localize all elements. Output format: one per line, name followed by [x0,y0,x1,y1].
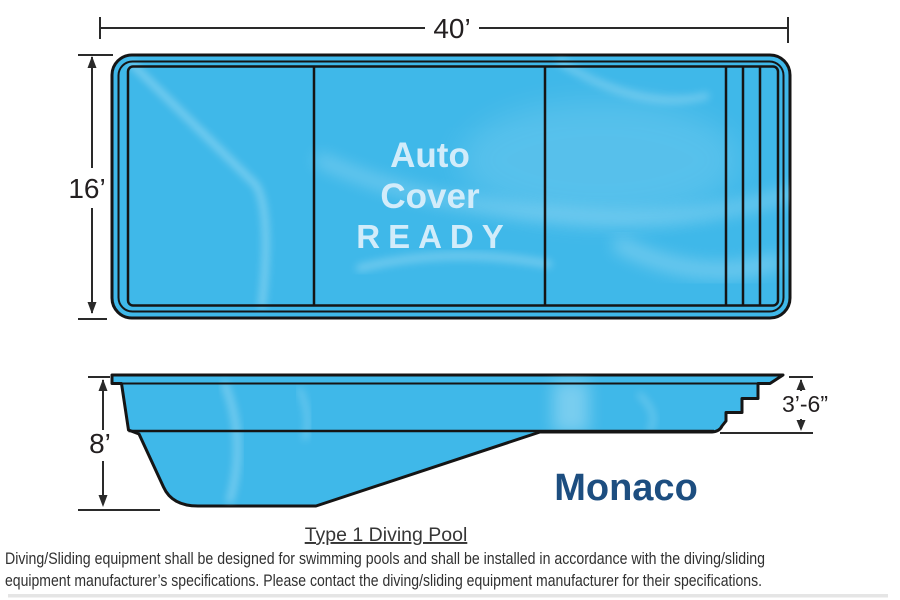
caption: Type 1 Diving Pool Diving/Sliding equipm… [5,524,888,598]
auto-cover-line2: Cover [380,177,480,216]
auto-cover-label: Auto Cover READY [356,136,512,255]
water-highlight [613,238,782,278]
pool-type-title: Type 1 Diving Pool [305,524,468,546]
water-highlights [129,58,790,308]
auto-cover-line1: Auto [390,136,470,175]
width-dimension-lines [78,54,113,320]
shallow-depth-label: 3’-6” [782,391,828,417]
profile-view: 8’ 3’-6” Monaco [78,373,828,511]
arrow-down-icon [98,495,108,507]
water-highlight [553,381,589,433]
water-highlight [637,392,657,433]
plan-view: 40’ 16’ Auto Cover REA [68,13,792,320]
model-name: Monaco [554,467,698,509]
shallow-depth-dimension: 3’-6” [720,376,828,434]
arrow-up-icon [87,56,97,68]
arrow-up-icon [98,379,108,391]
length-dimension: 40’ [99,13,789,44]
width-dimension: 16’ [68,54,113,320]
arrow-up-icon [796,379,806,390]
auto-cover-line3: READY [356,218,512,255]
pool-top-coping-line [117,60,785,313]
profile-water-highlights [221,381,657,504]
deep-depth-dimension-lines [78,376,160,511]
disclaimer-line-1: Diving/Sliding equipment shall be design… [5,549,765,568]
entry-step-lines [724,66,762,306]
water-highlight [129,61,269,308]
disclaimer-line-2: equipment manufacturer’s specifications.… [5,571,762,590]
pool-top-waterline [126,65,780,307]
arrow-down-icon [796,420,806,431]
water-highlight [356,251,552,272]
water-highlight [556,58,710,104]
length-dimension-lines [99,17,789,43]
scan-artifact-rule [8,594,888,598]
arrow-down-icon [87,302,97,314]
deep-depth-label: 8’ [89,428,111,459]
water-highlight [297,387,311,441]
deep-depth-dimension: 8’ [78,376,160,511]
auto-cover-panel-lines [312,66,547,306]
water-highlight [221,381,241,504]
length-dimension-label: 40’ [433,13,470,44]
water-highlight [460,100,740,220]
width-dimension-label: 16’ [68,173,105,204]
